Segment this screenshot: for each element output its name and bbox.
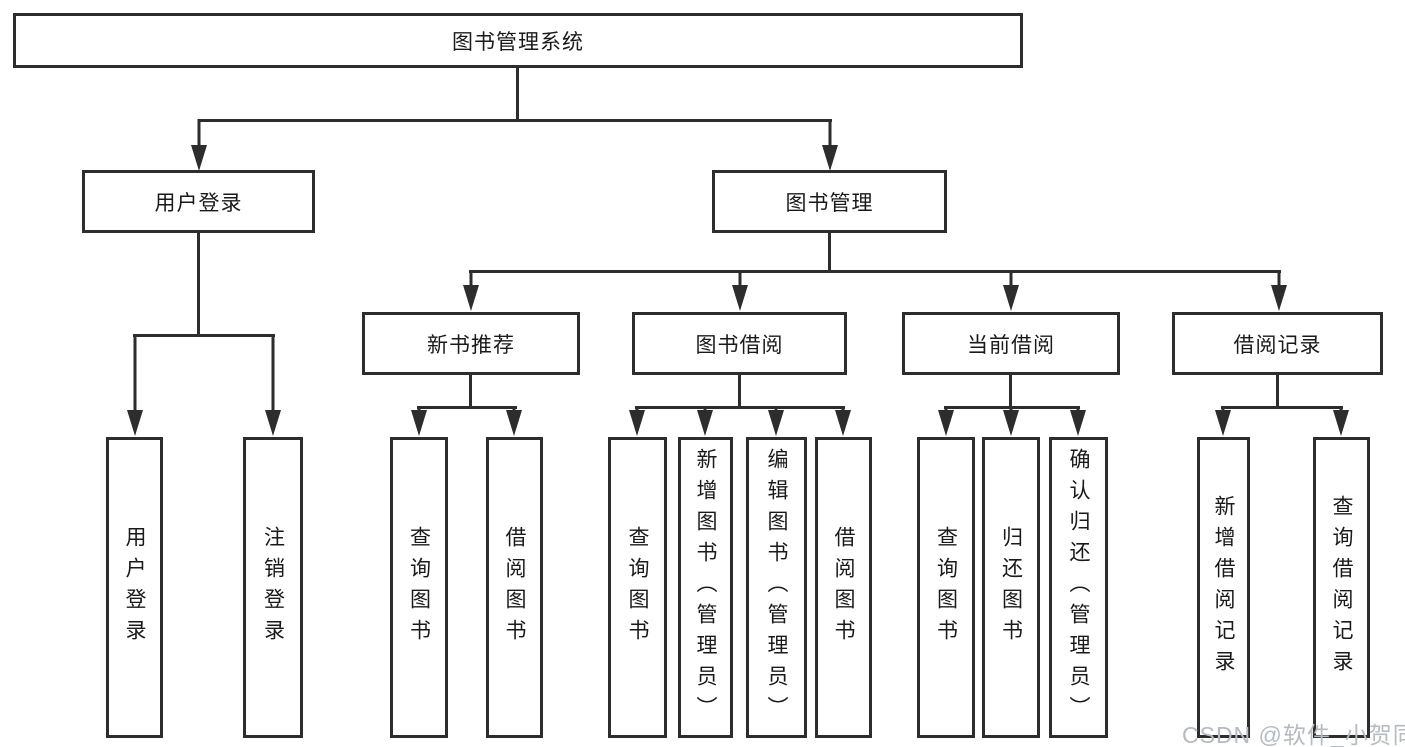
node-new-book-recommend: 新书推荐: [362, 312, 580, 375]
connector-book-management-drop: [828, 233, 831, 273]
leaf-add-borrow-record: 新增借阅记录: [1197, 437, 1250, 738]
connector-user-login-rail: [133, 334, 275, 337]
arrow-to-add-book: [697, 408, 713, 436]
arrow-to-book-management: [822, 119, 838, 171]
leaf-logout: 注销登录: [243, 437, 303, 738]
leaf-return-book: 归还图书: [982, 437, 1040, 738]
connector-new-book-drop: [469, 375, 472, 408]
leaf-query-borrow-record: 查询借阅记录: [1313, 437, 1370, 738]
leaf-edit-book-admin: 编辑图书（管理员）: [746, 437, 807, 738]
arrow-to-borrow-books-2: [835, 408, 851, 436]
connector-root-drop: [516, 68, 519, 121]
arrow-to-query-record: [1333, 408, 1349, 436]
arrow-to-current-borrow: [1003, 272, 1019, 311]
leaf-borrow-books-2: 借阅图书: [815, 437, 872, 738]
leaf-query-books-1: 查询图书: [390, 437, 448, 738]
node-root: 图书管理系统: [13, 13, 1023, 68]
arrow-to-borrow-records: [1271, 272, 1287, 311]
connector-level3-rail: [469, 270, 1281, 273]
arrow-to-confirm-return: [1070, 408, 1086, 436]
leaf-confirm-return-admin: 确认归还（管理员）: [1049, 437, 1108, 738]
connector-current-borrow-drop: [1009, 375, 1012, 408]
leaf-query-books-2: 查询图书: [608, 437, 667, 738]
leaf-add-book-admin: 新增图书（管理员）: [678, 437, 733, 738]
connector-borrow-records-rail: [1221, 406, 1343, 409]
leaf-borrow-books-1: 借阅图书: [486, 437, 543, 738]
csdn-watermark: CSDN @软件_小贺同学: [1182, 722, 1405, 747]
connector-book-borrow-drop: [738, 375, 741, 408]
arrow-to-return-book: [1003, 408, 1019, 436]
node-book-borrow: 图书借阅: [632, 312, 847, 375]
node-current-borrow: 当前借阅: [902, 312, 1120, 375]
arrow-to-book-borrow: [732, 272, 748, 311]
node-book-management: 图书管理: [712, 170, 947, 233]
arrow-to-query-books-1: [411, 408, 427, 436]
arrow-to-add-record: [1215, 408, 1231, 436]
node-borrow-records: 借阅记录: [1172, 312, 1383, 375]
connector-new-book-rail: [417, 406, 517, 409]
connector-borrow-records-drop: [1276, 375, 1279, 408]
arrow-to-edit-book: [768, 408, 784, 436]
leaf-query-books-3: 查询图书: [917, 437, 975, 738]
arrow-to-query-books-3: [938, 408, 954, 436]
arrow-to-query-books-2: [629, 408, 645, 436]
connector-level2-rail: [198, 119, 832, 122]
node-user-login: 用户登录: [82, 170, 315, 233]
arrow-to-user-login: [191, 119, 207, 171]
leaf-user-login: 用户登录: [106, 437, 163, 738]
arrow-to-new-book-recommend: [463, 272, 479, 311]
arrow-to-leaf-logout: [265, 336, 281, 436]
connector-user-login-drop: [197, 233, 200, 336]
arrow-to-borrow-books-1: [506, 408, 522, 436]
arrow-to-leaf-user-login: [127, 336, 143, 436]
connector-book-borrow-rail: [635, 406, 845, 409]
